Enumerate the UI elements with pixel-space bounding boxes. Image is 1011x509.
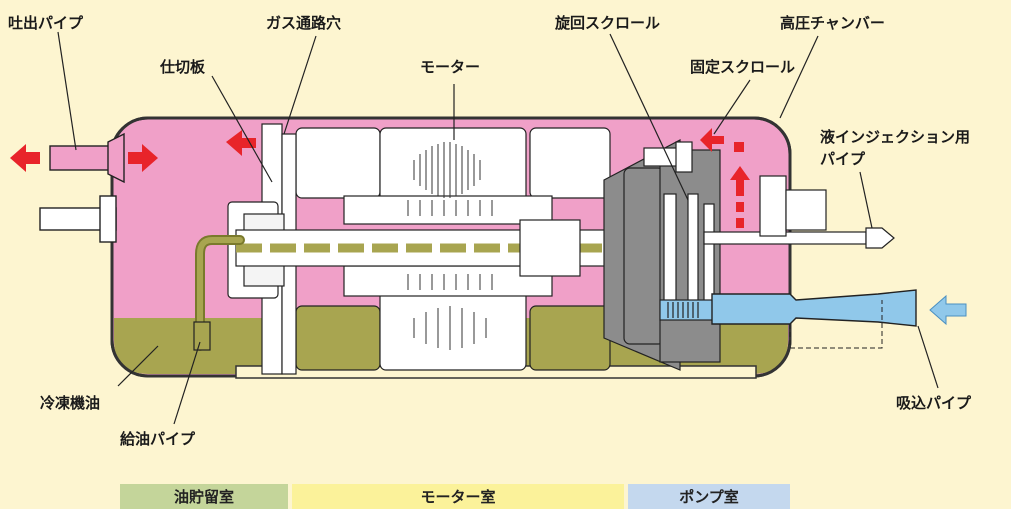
label-partition: 仕切板: [159, 58, 206, 76]
legend-motor-swatch: [292, 484, 624, 509]
label-liquid-injection-2: パイプ: [820, 150, 866, 168]
scroll-mechanism: [603, 139, 721, 371]
suction-flow-arrow: [929, 294, 967, 326]
suction-pipe: [659, 289, 917, 349]
label-discharge-pipe: 吐出パイプ: [8, 14, 84, 32]
label-orbiting-scroll: 旋回スクロール: [554, 14, 660, 32]
leader-refrigerant-oil: [117, 345, 159, 387]
leader-liquid-injection: [859, 171, 873, 229]
leader-oil-supply: [173, 341, 201, 425]
mounting-stub: [39, 195, 117, 243]
label-fixed-scroll: 固定スクロール: [690, 58, 795, 76]
legend-pump-label: ポンプ室: [679, 488, 739, 506]
leader-lines: [57, 31, 939, 425]
leader-fixed-scroll: [713, 79, 751, 135]
legend-oil-swatch: [120, 484, 288, 509]
leader-discharge-pipe: [57, 31, 77, 151]
label-suction-pipe: 吸込パイプ: [896, 394, 972, 412]
leader-orbiting-scroll: [609, 33, 689, 201]
leader-gas-hole: [283, 35, 317, 135]
discharge-pipe: [49, 132, 125, 184]
label-liquid-injection-1: 液インジェクション用: [820, 128, 970, 146]
label-refrigerant-oil: 冷凍機油: [40, 394, 100, 412]
leader-partition: [211, 75, 273, 183]
leader-high-pressure: [779, 35, 819, 119]
label-oil-supply-pipe: 給油パイプ: [120, 430, 196, 448]
legend-oil-label: 油貯留室: [174, 488, 234, 506]
label-motor: モーター: [420, 58, 480, 76]
crank-shaft: [235, 219, 637, 277]
liquid-injection-pipe: [703, 175, 895, 249]
compression-flow-arrows: [700, 128, 750, 228]
legend-pump-swatch: [628, 484, 790, 509]
motor-coil-hatching: [407, 142, 493, 350]
label-gas-hole: ガス通路穴: [266, 14, 341, 32]
leader-suction-pipe: [917, 325, 939, 389]
region-legend: 油貯留室 モーター室 ポンプ室: [120, 484, 790, 509]
check-valve-spring: [667, 302, 699, 318]
discharge-flow-arrows: [10, 130, 256, 172]
legend-motor-label: モーター室: [420, 488, 495, 506]
label-high-pressure-chamber: 高圧チャンバー: [780, 14, 885, 32]
labels: 吐出パイプ ガス通路穴 旋回スクロール 高圧チャンバー 仕切板 モーター 固定ス…: [8, 14, 972, 448]
